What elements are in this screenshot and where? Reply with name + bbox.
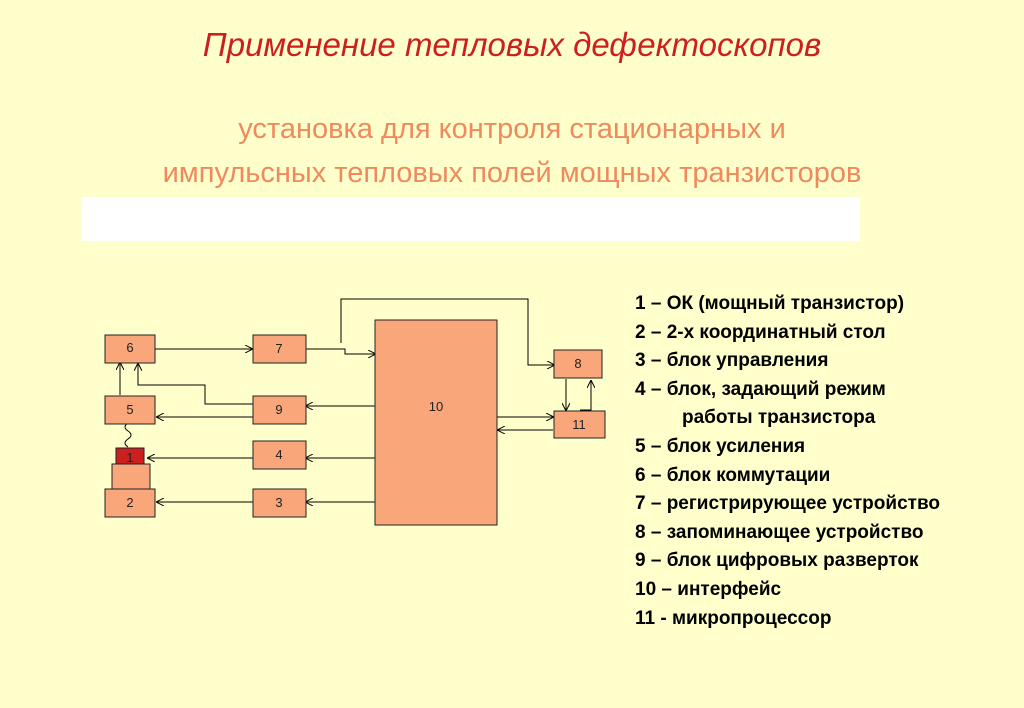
legend-item-7: 7 – регистрирующее устройство <box>635 493 940 515</box>
block-3 <box>252 488 307 518</box>
block-2-label: 2 <box>126 495 133 510</box>
block-5-label: 5 <box>126 402 133 417</box>
legend-item-2: 2 – 2-х координатный стол <box>635 321 886 343</box>
block-9-label: 9 <box>275 402 282 417</box>
block-5 <box>104 395 156 425</box>
block-4 <box>252 440 307 470</box>
legend-item-5: 5 – блок усиления <box>635 435 806 457</box>
block-1 <box>115 447 145 465</box>
block-11 <box>553 410 606 439</box>
block-9 <box>252 395 307 425</box>
legend-item-6: 6 – блок коммутации <box>635 464 831 486</box>
arrow-9-to-6 <box>138 364 253 405</box>
block-2 <box>104 488 156 518</box>
block-7-label: 7 <box>275 341 282 356</box>
legend-item-4-continued: работы транзистора <box>682 407 876 429</box>
slide-subtitle: установка для контроля стационарных и им… <box>0 107 1024 195</box>
block-11-label: 11 <box>572 417 586 432</box>
block-1-label: 1 <box>126 450 133 465</box>
block-6-label: 6 <box>126 340 133 355</box>
legend-item-11: 11 - микропроцессор <box>635 607 832 629</box>
block-7 <box>252 334 307 364</box>
legend-item-3: 3 – блок управления <box>635 350 829 372</box>
block-6 <box>104 334 156 364</box>
subtitle-line-1: установка для контроля стационарных и <box>238 113 786 145</box>
block-4-label: 4 <box>275 447 282 462</box>
legend-item-4: 4 – блок, задающий режим <box>635 378 886 400</box>
legend-item-10: 10 – интерфейс <box>635 578 782 600</box>
slide-title: Применение тепловых дефектоскопов <box>202 26 822 63</box>
block-10-label: 10 <box>429 399 443 414</box>
sensor-wave <box>124 422 132 448</box>
legend: 1 – ОК (мощный транзистор) 2 – 2-х коорд… <box>635 290 1015 633</box>
blank-band <box>82 197 860 241</box>
arrow-7-to-10 <box>306 348 375 354</box>
legend-item-8: 8 – запоминающее устройство <box>635 521 924 543</box>
subtitle-line-2: импульсных тепловых полей мощных транзис… <box>162 157 862 189</box>
arrow-11-to-8 <box>580 381 591 411</box>
block-3-label: 3 <box>275 495 282 510</box>
block-8-label: 8 <box>574 356 581 371</box>
legend-item-1: 1 – ОК (мощный транзистор) <box>635 293 905 314</box>
block-10 <box>374 319 498 526</box>
arrow-10-to-8 <box>340 298 554 365</box>
legend-item-9: 9 – блок цифровых разверток <box>635 550 919 572</box>
connections <box>120 298 591 502</box>
block-8 <box>553 349 603 379</box>
block-table-top <box>111 463 151 490</box>
